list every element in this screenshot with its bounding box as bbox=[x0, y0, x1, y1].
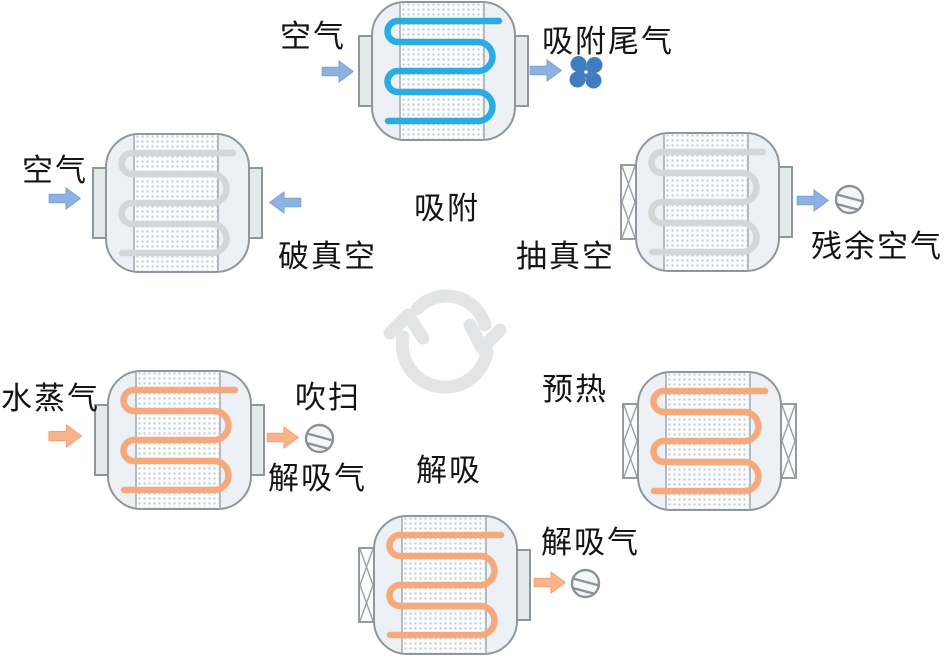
vessel-break-vacuum bbox=[92, 133, 263, 273]
label-evacuation-stage: 抽真空 bbox=[516, 239, 615, 274]
right-arrow-icon bbox=[533, 571, 567, 594]
right-arrow-icon bbox=[529, 59, 563, 82]
nozzle-right bbox=[250, 404, 265, 476]
label-desorbed-gas-purge: 解吸气 bbox=[268, 461, 367, 496]
label-desorbed-gas-bottom: 解吸气 bbox=[541, 525, 640, 560]
vessel-preheat bbox=[622, 371, 797, 511]
pump-icon bbox=[304, 423, 335, 454]
label-purge: 吹扫 bbox=[295, 380, 361, 415]
label-break-vacuum: 破真空 bbox=[278, 239, 377, 274]
label-preheat-stage: 预热 bbox=[542, 372, 608, 407]
coil-icon bbox=[386, 531, 505, 639]
label-air-top: 空气 bbox=[280, 19, 346, 54]
cycle-arrows-icon bbox=[383, 289, 507, 394]
coil-icon bbox=[118, 149, 237, 257]
label-adsorption-stage: 吸附 bbox=[414, 191, 480, 226]
fan-icon bbox=[569, 56, 603, 89]
pump-icon bbox=[834, 184, 865, 215]
label-steam: 水蒸气 bbox=[1, 381, 100, 416]
nozzle-right bbox=[514, 35, 529, 107]
label-desorption-stage: 解吸 bbox=[416, 453, 482, 488]
vessel-desorption bbox=[358, 515, 531, 655]
right-arrow-icon bbox=[48, 424, 83, 448]
right-arrow-icon bbox=[48, 187, 82, 210]
nozzle-right bbox=[778, 166, 793, 238]
left-arrow-icon bbox=[268, 191, 302, 214]
coil-icon bbox=[648, 148, 767, 256]
nozzle-right bbox=[248, 167, 263, 239]
coil-icon bbox=[650, 387, 769, 495]
label-air-left: 空气 bbox=[22, 153, 88, 188]
nozzle-right bbox=[516, 549, 531, 621]
right-arrow-icon bbox=[266, 426, 300, 449]
coil-icon bbox=[120, 386, 239, 494]
label-adsorption-tail-gas: 吸附尾气 bbox=[542, 24, 674, 59]
vessel-evacuation bbox=[620, 132, 793, 272]
closed-nozzle-icon bbox=[780, 403, 797, 479]
vessel-adsorption bbox=[358, 1, 529, 141]
label-residual-air: 残余空气 bbox=[811, 229, 943, 264]
coil-icon bbox=[384, 17, 503, 125]
right-arrow-icon bbox=[321, 60, 355, 83]
vessel-steam-purge bbox=[94, 370, 265, 510]
right-arrow-icon bbox=[796, 189, 830, 212]
pump-icon bbox=[570, 568, 601, 599]
